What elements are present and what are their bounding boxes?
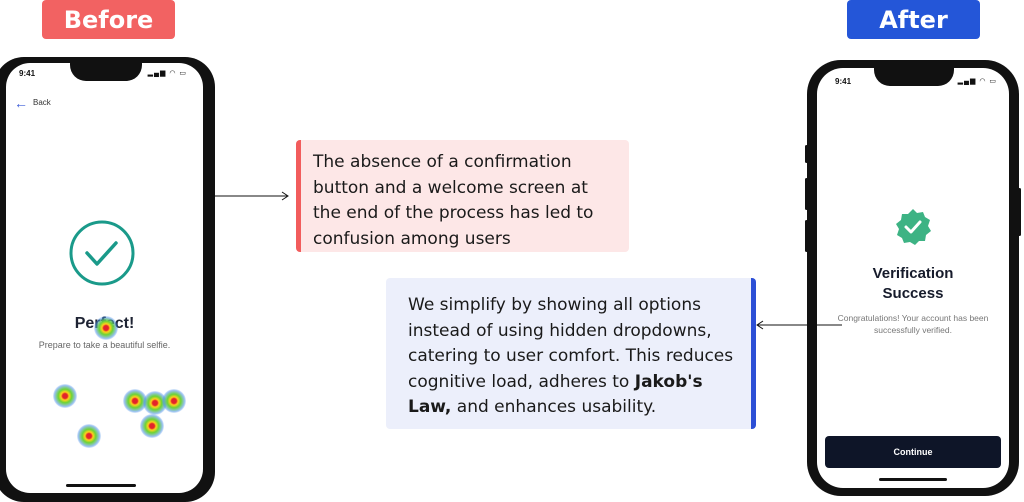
callout-text: We simplify by showing all options inste… — [408, 295, 734, 392]
before-callout: The absence of a confirmation button and… — [296, 140, 629, 252]
status-icons: ▂▄▆ ◠ ▭ — [147, 70, 187, 77]
back-arrow-icon[interactable]: ← — [14, 95, 28, 111]
after-label: After — [847, 0, 980, 39]
phone-before: 9:41 ▂▄▆ ◠ ▭ ← Back Perfect! Prepare to … — [0, 57, 215, 502]
verification-title: Verification Success — [817, 264, 1009, 304]
phone-side-button — [805, 220, 808, 252]
continue-button[interactable]: Continue — [825, 436, 1001, 468]
heatmap-spot — [53, 384, 77, 408]
verified-badge-icon — [896, 209, 931, 245]
title-line: Verification — [872, 265, 954, 282]
phone-notch — [874, 68, 954, 86]
home-indicator — [879, 478, 947, 481]
before-screen: 9:41 ▂▄▆ ◠ ▭ ← Back Perfect! Prepare to … — [6, 63, 203, 493]
callout-emphasis: Jakob's Law, — [408, 371, 703, 418]
after-callout: We simplify by showing all options inste… — [386, 278, 756, 429]
page-subtitle: Prepare to take a beautiful selfie. — [38, 340, 171, 350]
phone-side-button — [805, 145, 808, 163]
heatmap-spot — [162, 389, 186, 413]
status-time: 9:41 — [835, 77, 852, 86]
heatmap-spot — [94, 316, 118, 340]
back-button[interactable]: Back — [33, 98, 51, 107]
phone-side-button — [1018, 188, 1021, 236]
heatmap-spot — [77, 424, 101, 448]
phone-after: 9:41 ▂▄▆ ◠ ▭ Verification Success Congra… — [807, 60, 1019, 496]
status-time: 9:41 — [19, 69, 36, 78]
home-indicator — [66, 484, 136, 487]
callout-text: and enhances usability. — [451, 397, 657, 417]
title-line: Success — [882, 285, 944, 302]
verification-subtitle: Congratulations! Your account has been s… — [837, 313, 989, 335]
before-label: Before — [42, 0, 175, 39]
check-circle-icon — [69, 220, 135, 286]
after-screen: 9:41 ▂▄▆ ◠ ▭ Verification Success Congra… — [817, 68, 1009, 488]
status-icons: ▂▄▆ ◠ ▭ — [957, 78, 997, 85]
heatmap-spot — [140, 414, 164, 438]
arrow-to-before-callout — [215, 191, 289, 201]
phone-side-button — [805, 178, 808, 210]
phone-notch — [70, 63, 142, 81]
